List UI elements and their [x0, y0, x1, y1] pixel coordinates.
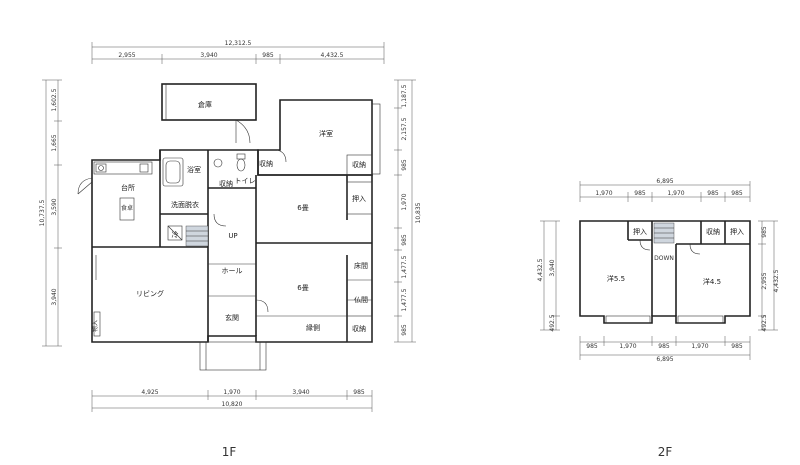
room-2f-room-a: 洋5.5: [607, 274, 625, 283]
dim-2f-right-2: 2,955: [761, 272, 768, 289]
room-living: リビング: [136, 289, 164, 298]
dim-1f-top-4: 4,432.5: [321, 52, 344, 59]
floor-1-top-dimensions: 12,312.5 2,955 3,940 985 4,432.5: [91, 40, 385, 64]
room-2f-down: DOWN: [654, 255, 674, 262]
room-storage-a: 収納: [259, 159, 273, 168]
dim-1f-total-top: 12,312.5: [225, 40, 252, 47]
dim-2f-right-total: 4,432.5: [773, 269, 780, 292]
room-oshiire: 押入: [352, 194, 366, 203]
dim-2f-total-bottom: 6,895: [656, 356, 673, 363]
dim-1f-top-3: 985: [262, 52, 274, 59]
floor-1-left-dimensions: 10,737.5 1,602.5 1,665 3,590 3,940: [39, 79, 62, 347]
dim-1f-bottom-3: 3,940: [292, 389, 309, 396]
dim-1f-right-5: 985: [401, 234, 408, 246]
dim-1f-left-2: 1,665: [51, 134, 58, 151]
floor-1-plan: 12,312.5 2,955 3,940 985 4,432.5 10,737.…: [39, 40, 422, 459]
dim-1f-right-7: 1,477.5: [401, 288, 408, 311]
floor-2-bottom-dimensions: 985 1,970 985 1,970 985 6,895: [579, 336, 751, 363]
room-kitchen: 台所: [121, 183, 135, 192]
floor-1-right-dimensions: 1,187.5 2,157.5 985 1,970 985 1,477.5 1,…: [394, 79, 422, 343]
dim-2f-bottom-4: 1,970: [691, 343, 708, 350]
dim-1f-left-3: 3,590: [51, 198, 58, 215]
floor-2-right-dimensions: 985 2,955 492.5 4,432.5: [758, 220, 780, 332]
dim-2f-right-3: 492.5: [761, 314, 768, 331]
dim-1f-right-2: 2,157.5: [401, 117, 408, 140]
room-2f-oshiire-a: 押入: [633, 227, 647, 236]
room-up: UP: [228, 232, 237, 240]
dining-table-label: 食卓: [121, 204, 133, 212]
room-fridge: 冷: [172, 230, 179, 239]
dim-1f-right-4: 1,970: [401, 193, 408, 210]
dim-1f-top-2: 3,940: [200, 52, 217, 59]
dim-2f-top-5: 985: [731, 190, 743, 197]
room-storage-d: 収納: [352, 324, 366, 333]
dim-1f-right-1: 1,187.5: [401, 84, 408, 107]
room-storage-b: 収納: [352, 160, 366, 169]
floor-2-plan: 6,895 1,970 985 1,970 985 985 4,432.5 3,…: [537, 178, 780, 459]
dim-1f-right-6: 1,477.5: [401, 255, 408, 278]
floor-2-room-labels: 押入 収納 押入 DOWN 洋5.5 洋4.5: [607, 227, 744, 286]
floor-2-walls: [579, 220, 751, 324]
room-2f-room-b: 洋4.5: [703, 277, 721, 286]
room-japanese-6b: 6畳: [297, 284, 308, 292]
dim-1f-right-3: 985: [401, 159, 408, 171]
room-western: 洋室: [319, 129, 333, 138]
dim-1f-left-4: 3,940: [51, 288, 58, 305]
room-cabinet: 物入: [91, 320, 99, 332]
room-storage-c: 収納: [219, 179, 233, 188]
dim-1f-right-8: 985: [401, 324, 408, 336]
dim-1f-left-total: 10,737.5: [39, 199, 46, 226]
dim-2f-bottom-3: 985: [658, 343, 670, 350]
dim-2f-left-1: 3,940: [549, 259, 556, 276]
dim-1f-bottom-2: 1,970: [223, 389, 240, 396]
dim-2f-bottom-2: 1,970: [619, 343, 636, 350]
room-engawa: 縁側: [306, 323, 320, 332]
dim-2f-top-3: 1,970: [667, 190, 684, 197]
dim-1f-bottom-1: 4,925: [141, 389, 158, 396]
room-toilet: トイレ: [235, 177, 256, 185]
dim-2f-top-2: 985: [634, 190, 646, 197]
dim-2f-bottom-1: 985: [586, 343, 598, 350]
dim-2f-total-top: 6,895: [656, 178, 673, 185]
floor-2-left-dimensions: 4,432.5 3,940 492.5: [537, 220, 560, 332]
dim-1f-bottom-4: 985: [353, 389, 365, 396]
dim-1f-total-bottom: 10,820: [222, 401, 243, 408]
dim-2f-top-1: 1,970: [595, 190, 612, 197]
floor-1-bottom-dimensions: 4,925 1,970 3,940 985 10,820: [91, 389, 373, 412]
dim-2f-bottom-5: 985: [731, 343, 743, 350]
dim-2f-right-1: 985: [761, 226, 768, 238]
room-2f-storage: 収納: [706, 227, 720, 236]
floor-2-label: 2F: [658, 445, 673, 459]
dim-2f-left-2: 492.5: [549, 314, 556, 331]
room-japanese-6a: 6畳: [297, 204, 308, 212]
room-bath: 浴室: [187, 165, 201, 174]
dim-1f-left-1: 1,602.5: [51, 88, 58, 111]
dim-1f-right-total: 10,835: [415, 202, 422, 223]
floor-1-label: 1F: [222, 445, 237, 459]
room-butsuma: 仏間: [354, 296, 368, 304]
dim-2f-top-4: 985: [707, 190, 719, 197]
room-storage-shed: 倉庫: [198, 100, 212, 109]
dim-2f-left-total: 4,432.5: [537, 258, 544, 281]
storage-shed: 倉庫: [161, 83, 257, 144]
floor-2-top-dimensions: 6,895 1,970 985 1,970 985 985: [579, 178, 751, 202]
room-2f-oshiire-b: 押入: [730, 227, 744, 236]
room-entrance: 玄関: [225, 313, 239, 322]
floor-1-fixtures: 食卓: [77, 149, 373, 371]
floor-1-room-labels: 台所 浴室 収納 トイレ 洗面脱衣 収納 6畳 押入 冷 UP リビング ホール…: [91, 159, 368, 333]
room-tokonoma: 床間: [354, 261, 368, 270]
room-hall: ホール: [222, 267, 243, 275]
room-washroom: 洗面脱衣: [171, 200, 199, 209]
dim-1f-top-1: 2,955: [118, 52, 135, 59]
